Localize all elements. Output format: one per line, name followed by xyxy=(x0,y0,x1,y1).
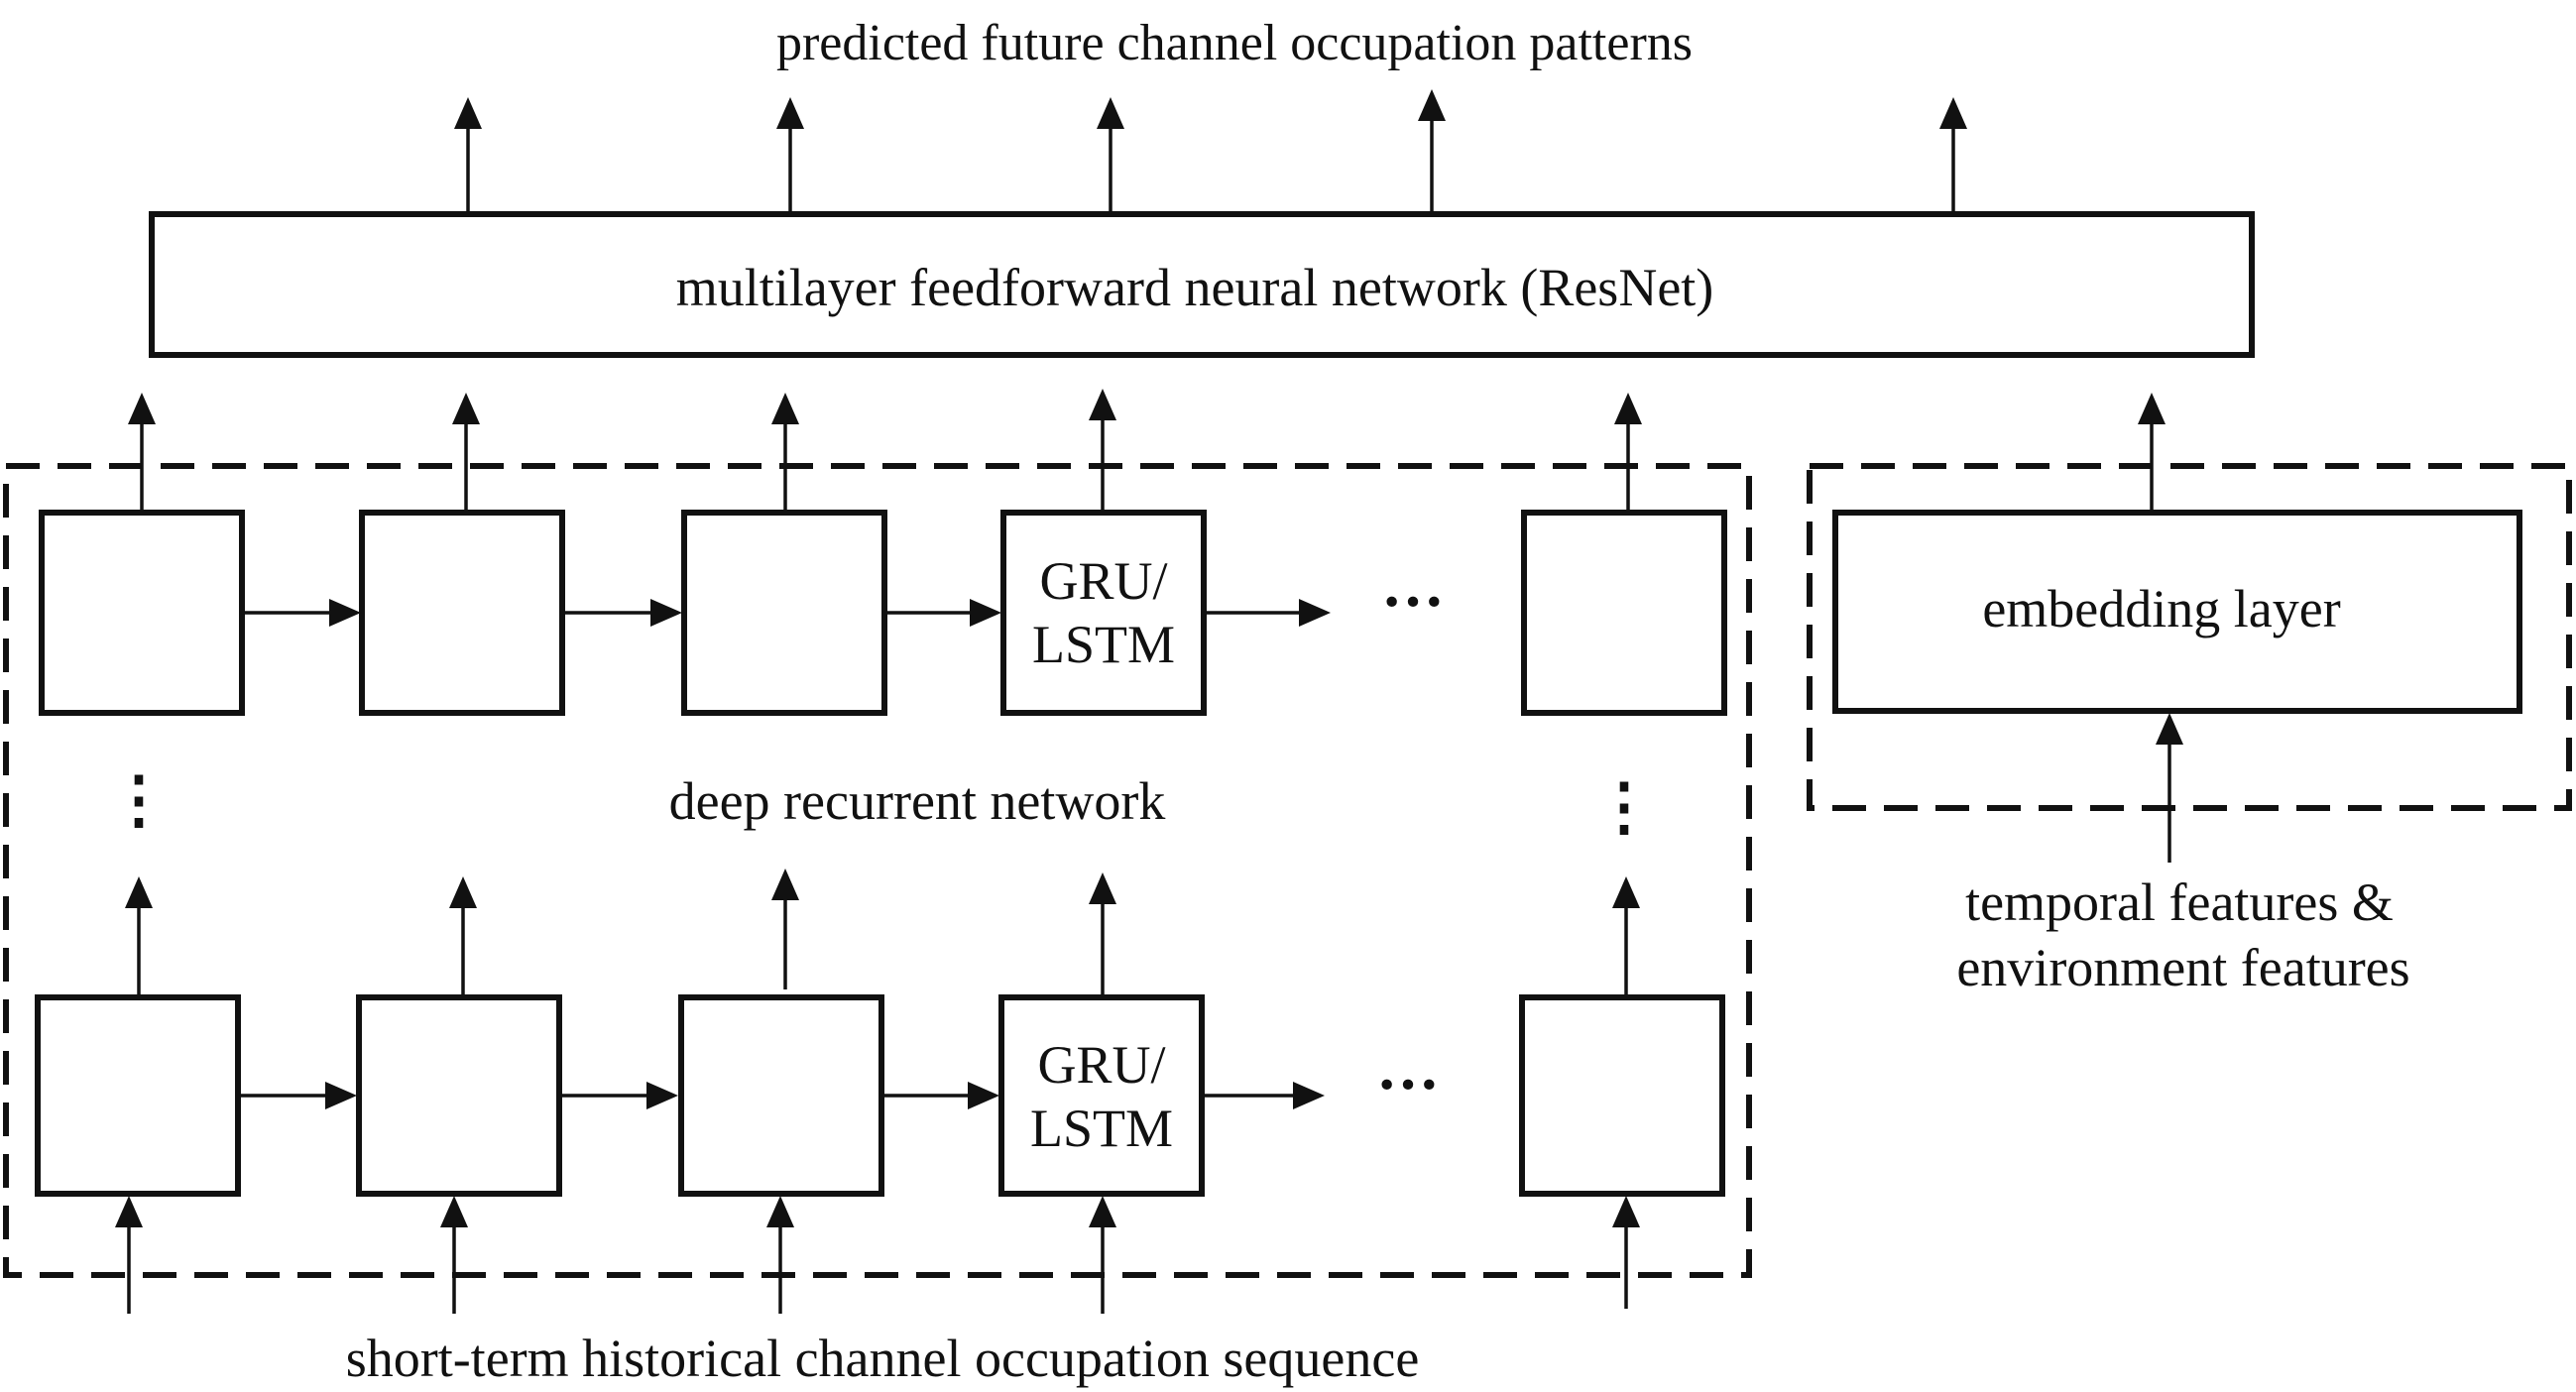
rnn-cell-bottom-5 xyxy=(1519,994,1725,1197)
gru-lstm-label-bottom-2: LSTM xyxy=(1030,1099,1173,1158)
ellipsis-right: ⋮ xyxy=(1592,771,1656,842)
gru-lstm-label-top-2: LSTM xyxy=(1032,615,1175,674)
input-label: short-term historical channel occupation… xyxy=(346,1329,1420,1388)
ellipsis-left: ⋮ xyxy=(107,764,171,835)
rnn-middle-arrows xyxy=(125,869,1640,994)
rnn-cell-top-1 xyxy=(39,510,245,716)
feature-label-line1: temporal features & xyxy=(1965,872,2394,932)
output-label: predicted future channel occupation patt… xyxy=(776,15,1693,71)
rnn-cell-top-4 xyxy=(1000,510,1207,716)
rnn-top-row: GRU/ LSTM ··· xyxy=(39,510,1727,716)
rnn-cell-top-3 xyxy=(681,510,887,716)
rnn-label: deep recurrent network xyxy=(669,771,1166,831)
rnn-bottom-row: GRU/ LSTM ··· xyxy=(35,994,1725,1197)
output-arrows xyxy=(454,89,1967,212)
rnn-cell-top-5 xyxy=(1521,510,1727,716)
rnn-cell-bottom-4 xyxy=(998,994,1205,1197)
input-arrows xyxy=(115,1196,1640,1314)
ellipsis-bottom: ··· xyxy=(1376,1049,1440,1119)
rnn-cell-bottom-3 xyxy=(678,994,884,1197)
rnn-cell-top-2 xyxy=(359,510,565,716)
rnn-cell-bottom-2 xyxy=(356,994,562,1197)
resnet-box xyxy=(149,211,2255,358)
ellipsis-top: ··· xyxy=(1381,566,1445,637)
feature-label-line2: environment features xyxy=(1956,938,2409,997)
resnet-label: multilayer feedforward neural network (R… xyxy=(676,258,1714,317)
embedding-label: embedding layer xyxy=(1982,579,2340,638)
embedding-box xyxy=(1832,510,2522,714)
rnn-container xyxy=(3,463,1752,1278)
gru-lstm-label-bottom-1: GRU/ xyxy=(1037,1035,1165,1095)
resnet-input-arrows xyxy=(128,389,2166,511)
embedding-container xyxy=(1807,463,2572,811)
gru-lstm-label-top-1: GRU/ xyxy=(1039,551,1167,611)
rnn-cell-bottom-1 xyxy=(35,994,241,1197)
